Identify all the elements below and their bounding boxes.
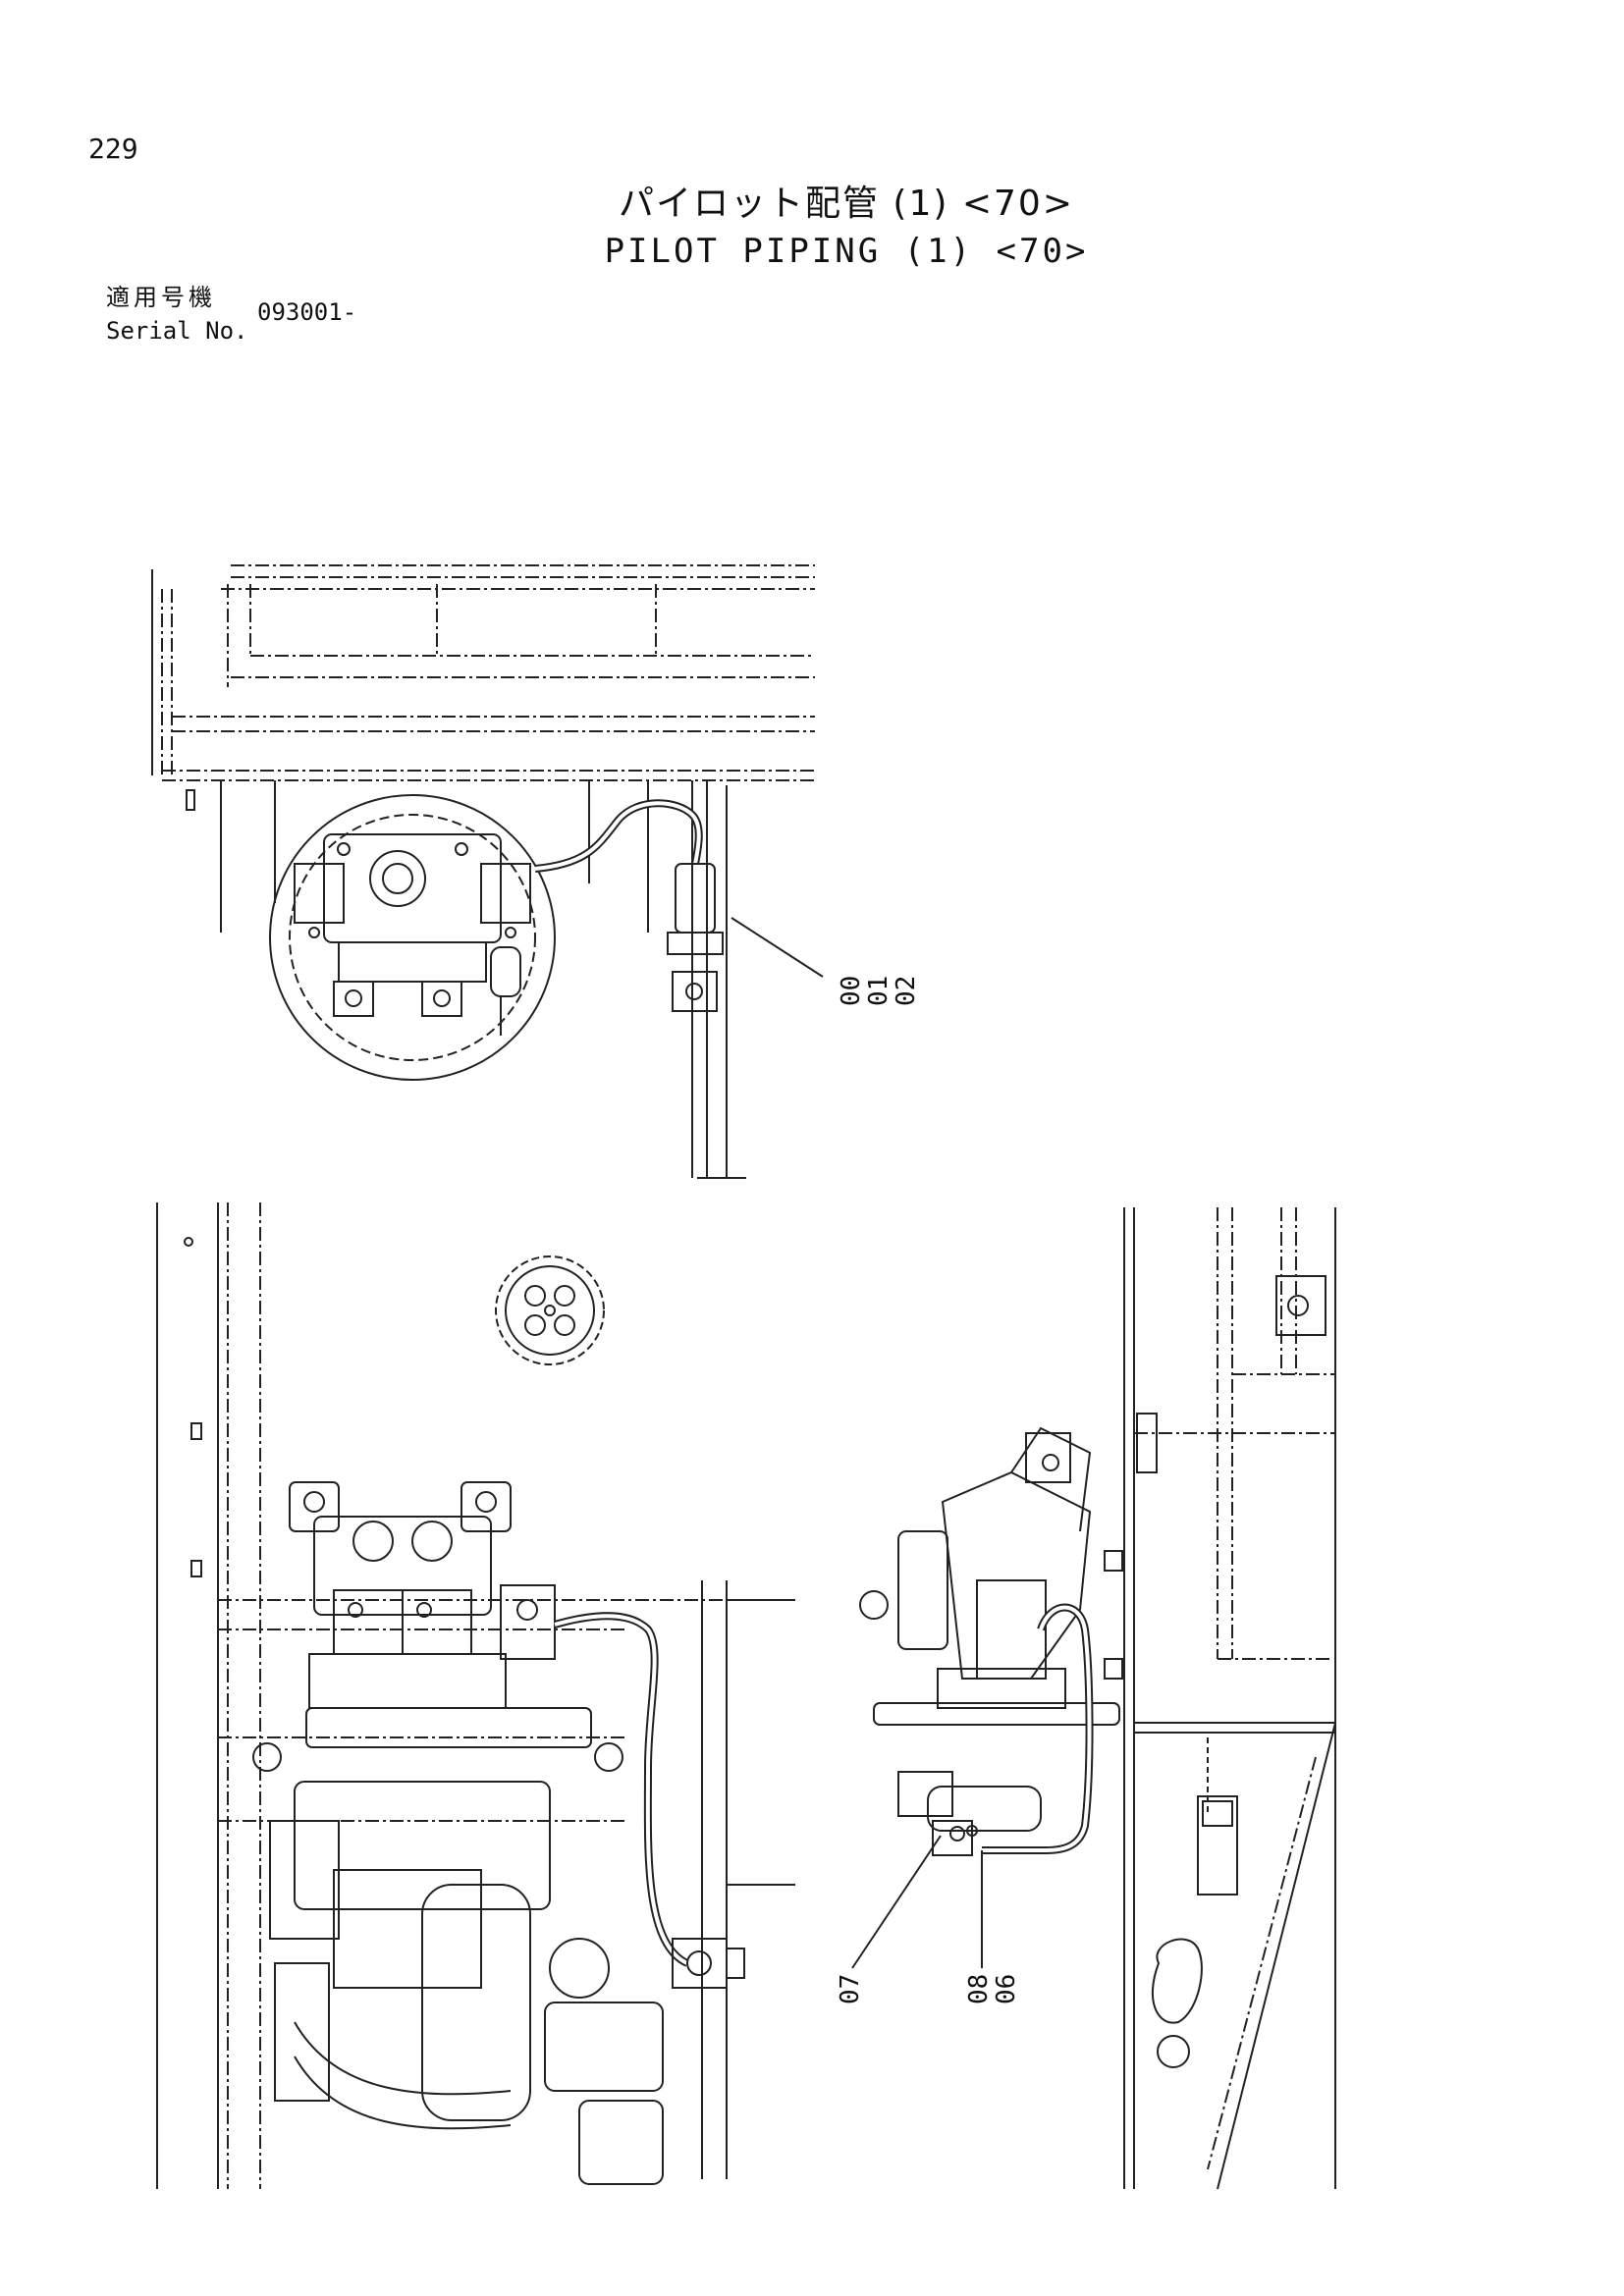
serial-label-english: Serial No. [106,317,248,345]
title-english: PILOT PIPING (1) <70> [604,232,1089,271]
callout-lower-2: 06 [992,1974,1021,2004]
lower-right-pump-assembly [859,1426,1123,1726]
upper-pump-assembly [269,794,556,1081]
upper-supports [151,569,746,1179]
lower-right-frame [1123,1207,1336,2190]
serial-label-japanese: 適用号機 [106,284,216,311]
serial-number-value: 093001- [257,298,357,326]
title-japanese: パイロット配管 (1) <70> [618,184,1075,224]
lower-right-pilot-filter [851,1771,1042,1969]
callout-lower-1: 08 [964,1974,994,2004]
title-block: パイロット配管 (1) <70> PILOT PIPING (1) <70> [0,175,1624,271]
lower-left-pump-assembly [252,1481,664,2185]
lower-right-pilot-hose [982,1603,1094,1854]
upper-pilot-hose [534,799,703,873]
lower-left-frame [156,1202,795,2189]
callout-lower-left: 07 [836,1974,865,2004]
callout-lower: 08 06 [964,1974,1021,2004]
callout-upper-2: 01 [864,976,893,1006]
lower-left-valve-block [672,1938,745,1989]
callout-upper-1: 00 [837,976,866,1006]
page-number: 229 [88,133,138,165]
upper-pilot-filter [667,863,824,1012]
lower-left-flange [495,1255,605,1365]
upper-frame [161,564,815,781]
callout-upper: 00 01 02 [837,976,921,1006]
serial-label: 適用号機 Serial No. [106,281,248,347]
callout-upper-3: 02 [892,976,921,1006]
lower-left-pilot-hose [553,1612,689,1967]
